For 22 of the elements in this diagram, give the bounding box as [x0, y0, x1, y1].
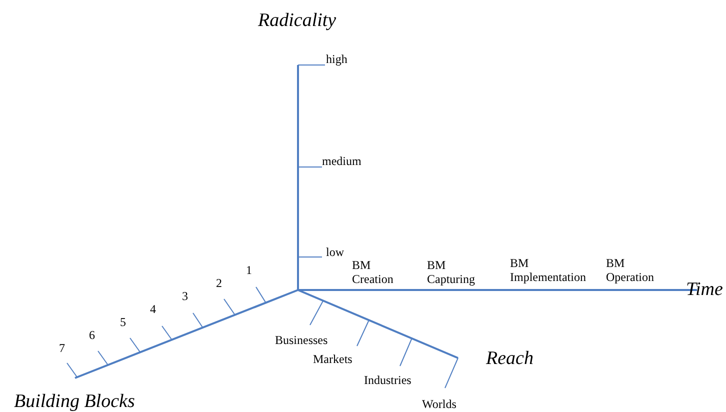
phase-label: BM Capturing [427, 258, 475, 286]
tick-label: low [326, 245, 344, 259]
tick-label: 5 [120, 315, 126, 329]
axis-title: Radicality [258, 10, 336, 32]
phase-label: BM Implementation [510, 256, 586, 284]
phase-label: BM Operation [606, 256, 654, 284]
tick-label: 1 [246, 263, 252, 277]
axis-title: Time [686, 279, 723, 301]
tick-label: 7 [59, 341, 65, 355]
tick-label: Businesses [275, 333, 328, 347]
tick-label: Worlds [422, 397, 456, 411]
tick-label: medium [322, 154, 362, 168]
phase-label: BM Creation [352, 258, 394, 286]
tick-label: Industries [364, 373, 412, 387]
axis-title: Reach [486, 348, 534, 370]
tick-label: 3 [182, 289, 188, 303]
tick-label: Markets [313, 352, 352, 366]
tick-label: 4 [150, 302, 156, 316]
tick-label: 6 [89, 328, 95, 342]
tick-label: high [326, 52, 348, 66]
axis-title: Building Blocks [14, 391, 135, 412]
tick-label: 2 [216, 276, 222, 290]
